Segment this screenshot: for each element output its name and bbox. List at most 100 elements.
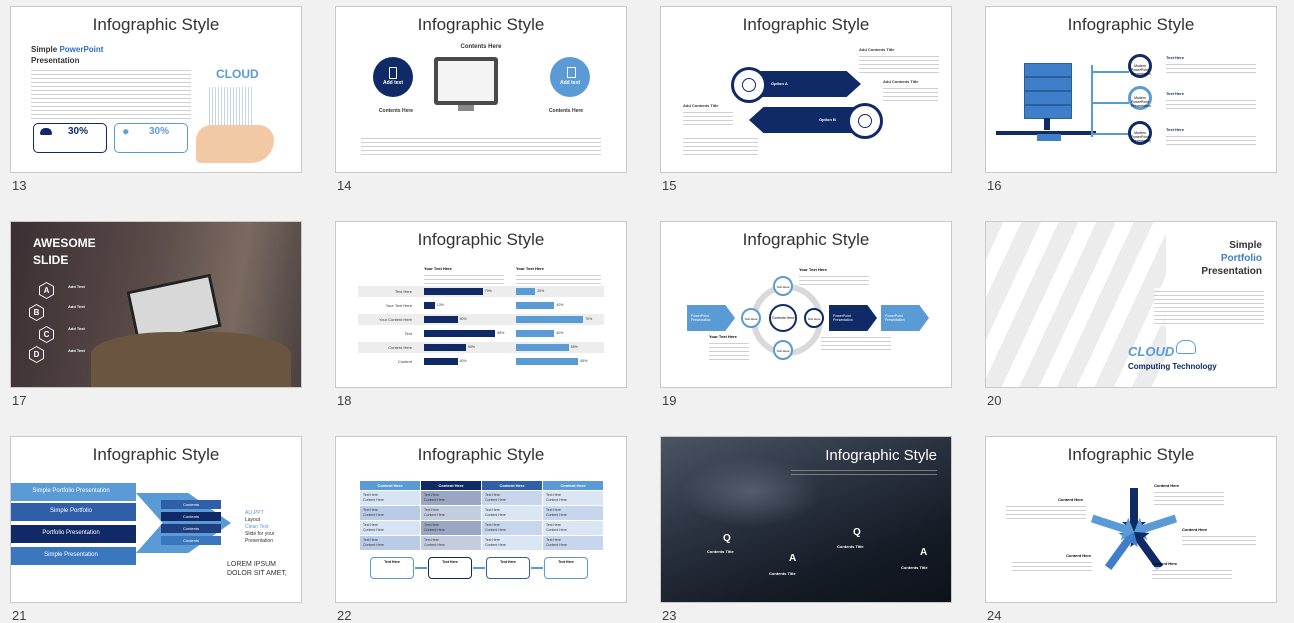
flow-arrow [473,567,485,569]
slide-thumb-17-cell: AWESOME SLIDE A B C D Add Text Add Text … [10,221,302,408]
bar-label: Simple Presentation [44,552,98,558]
cell-line: Content Here [424,542,445,547]
slide-thumb-19[interactable]: Infographic Style PowerPoint Presentatio… [660,221,952,388]
right-value: 20% [537,289,545,293]
slide-thumb-14[interactable]: Infographic Style Contents Here Add text… [335,6,627,173]
body-text-lines [424,272,504,284]
slide-thumb-24[interactable]: Infographic Style Content Here Content H… [985,436,1277,603]
cycle-node: Text Here [804,308,824,328]
monitor-screen [438,61,494,101]
cell-line: Text Here [485,493,500,497]
left-value: 13% [436,303,444,307]
cell-line: Text Here [546,538,561,542]
cell-line: Content Here [424,512,445,517]
document-icon [567,67,576,78]
slide-thumb-21[interactable]: Infographic Style Simple Portfolio Prese… [10,436,302,603]
a-marker: A [789,553,797,564]
arrow-label: PowerPoint Presentation [885,314,905,322]
diagonal-stripes [986,222,1166,387]
flow-box: Text Here [486,557,530,579]
cell-line: Text Here [363,508,378,512]
slide-number: 23 [662,608,677,623]
connector-line [1091,133,1129,135]
slide-thumb-16[interactable]: Infographic Style Modern PowerPoint Pres… [985,6,1277,173]
cell-line: Content Here [546,497,567,502]
right-bar [516,358,579,365]
cycle-node: Text Here [773,276,793,296]
hand-image [196,125,274,163]
slide-thumb-15[interactable]: Infographic Style Add Contents Title Opt… [660,6,952,173]
cell-line: Content Here [363,512,384,517]
arrow-label: PowerPoint Presentation [691,314,711,322]
slide-title: Infographic Style [417,230,545,249]
cell-line: Text Here [485,538,500,542]
connector-line [1091,71,1129,73]
body-text-lines [1182,533,1256,547]
right-arrow: PowerPoint Presentation [881,305,929,331]
add-text-bubble-right: Add text [550,57,590,97]
bar-label: Portfolio Presentation [42,530,100,536]
slide-thumb-17[interactable]: AWESOME SLIDE A B C D Add Text Add Text … [10,221,302,388]
left-bar [424,330,496,337]
body-text-lines [821,334,891,352]
slide-number: 24 [987,608,1002,623]
slide-subtitle: SLIDE [33,253,69,267]
a-marker: A [920,547,928,558]
bullet-lines [883,85,938,103]
item-title: Text Here [1166,127,1184,132]
person-legs-image [91,332,291,387]
item-title: Content Here [1066,553,1092,558]
bar-label: Simple Portfolio Presentation [32,488,110,494]
content-title: Add Contents Title [859,47,895,52]
bubble-label: Add text [383,80,403,86]
right-bar [516,302,555,309]
cell-line: Content Here [546,527,567,532]
slide-title: Infographic Style [417,15,545,34]
stat-box-1: 30% [33,123,107,153]
item-title: Text Here [1166,55,1184,60]
title-line-3: Presentation [1201,266,1262,277]
slide-thumb-18[interactable]: Infographic Style Your Text Here Your Te… [335,221,627,388]
left-value: 70% [484,289,492,293]
pinwheel-arrow [1122,488,1146,532]
cloud-label: CLOUD [216,67,259,81]
cell-line: Text Here [363,538,378,542]
item-title: Content Here [1154,483,1180,488]
item-title: Content Here [1182,527,1208,532]
circle-node: Modern PowerPoint Presentation [1128,121,1152,145]
table-header: Content Here [482,481,542,490]
contents-label: Contents [161,536,221,545]
flow-box: Text Here [544,557,588,579]
slide-title: AWESOME [33,236,96,250]
circle-node: Modern PowerPoint Presentation [1128,54,1152,78]
row-label: Content [397,359,412,364]
left-bar [424,288,483,295]
body-text-lines [1154,489,1224,507]
left-value: 85% [497,331,505,335]
slide-thumb-23[interactable]: Infographic Style Q A Q A Contents Title… [660,436,952,603]
item-title: Text Here [1166,91,1184,96]
body-text-lines [1152,567,1232,581]
slide-title: Infographic Style [1067,15,1195,34]
contents-title-right: Contents Here [548,108,584,114]
title-line-1: Simple [1229,240,1262,251]
left-bar [424,316,458,323]
cell-line: Text Here [485,523,500,527]
slide-thumb-13-cell: Infographic Style Simple PowerPoint Pres… [10,6,302,193]
item-title: Your Text Here [799,267,827,272]
q-marker: Q [723,533,731,544]
left-bar [424,358,458,365]
slide-thumb-13[interactable]: Infographic Style Simple PowerPoint Pres… [10,6,302,173]
hex-c: C [39,326,54,343]
slide-thumb-20[interactable]: Simple Portfolio Presentation CLOUD Comp… [985,221,1277,388]
slide-thumb-20-cell: Simple Portfolio Presentation CLOUD Comp… [985,221,1277,408]
option-label: Option A [771,81,788,86]
right-bar [516,316,584,323]
slide-thumb-23-cell: Infographic Style Q A Q A Contents Title… [660,436,952,623]
left-bar [424,302,435,309]
item-title: Add Text [68,326,85,331]
